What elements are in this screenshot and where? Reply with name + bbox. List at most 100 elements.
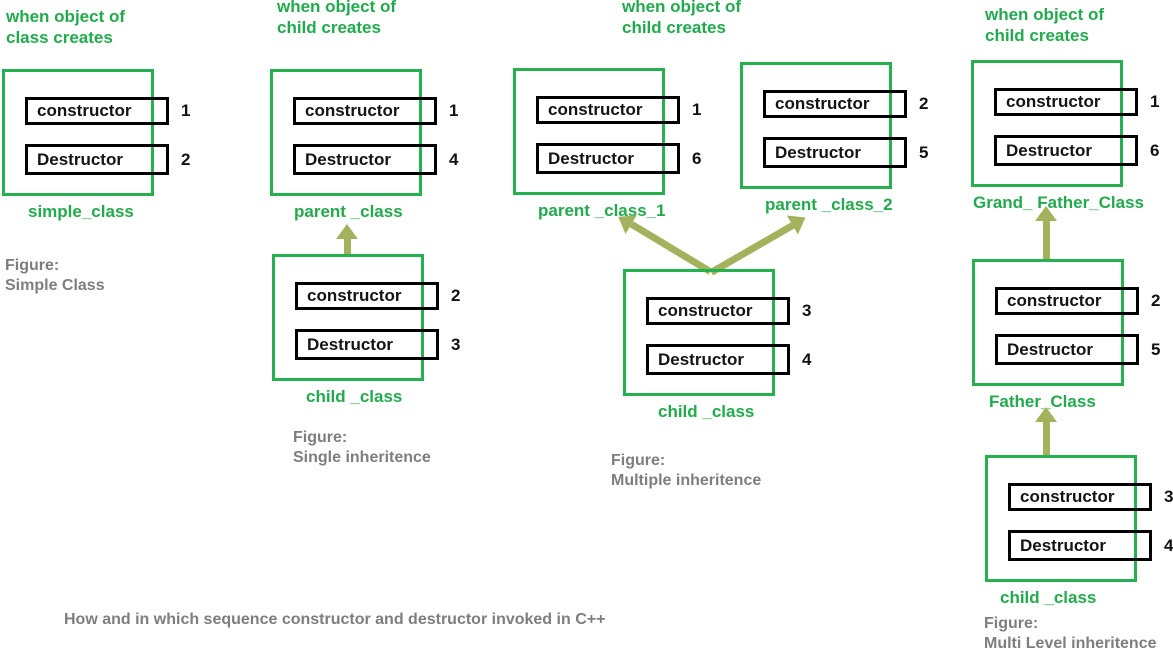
sequence-number: 5 [919, 143, 929, 162]
constructor-row: constructor [295, 282, 439, 310]
child-class-box: constructor 3 Destructor 4 child _class [623, 269, 811, 421]
header-line: when object of [6, 7, 125, 26]
header-line: class creates [6, 28, 113, 47]
single-inheritance-figure-caption: Figure: Single inheritence [293, 428, 431, 468]
figure-caption-line: Multiple inheritence [611, 472, 762, 489]
sequence-number: 6 [1150, 141, 1160, 160]
father-class-box: constructor 2 Destructor 5 Father_Class [972, 259, 1160, 411]
constructor-label: constructor [1007, 291, 1102, 310]
simple-class-figure-caption: Figure: Simple Class [5, 256, 105, 296]
arrow-shaft [709, 221, 795, 276]
child-class-box: constructor 2 Destructor 3 child _class [272, 254, 460, 406]
figure-caption-line: Figure: [293, 429, 348, 446]
header-line: when object of [622, 0, 741, 16]
single-inheritance-header: when object of child creates [277, 0, 396, 38]
child-class-box: constructor 3 Destructor 4 child _class [985, 455, 1173, 607]
sequence-number: 2 [451, 286, 461, 305]
sequence-number: 5 [1151, 340, 1161, 359]
constructor-row: constructor [1008, 483, 1152, 511]
page-title: How and in which sequence constructor an… [64, 611, 606, 628]
constructor-row: constructor [536, 96, 680, 124]
figure-caption-line: Figure: [5, 257, 60, 274]
destructor-row: Destructor [536, 143, 680, 174]
arrow-shaft [629, 221, 712, 276]
figure-caption-line: Single inheritence [293, 449, 431, 466]
figure-caption-line: Simple Class [5, 277, 105, 294]
grand-father-class-box: constructor 1 Destructor 6 Grand_ Father… [971, 60, 1159, 212]
arrow-head-icon [1035, 407, 1057, 422]
destructor-label: Destructor [1007, 339, 1093, 359]
destructor-row: Destructor [995, 334, 1139, 365]
header-line: child creates [277, 18, 381, 37]
constructor-label: constructor [305, 101, 400, 120]
destructor-label: Destructor [548, 148, 634, 168]
inheritance-arrow [1035, 206, 1057, 259]
header-line: child creates [622, 18, 726, 37]
simple-class-header: when object of class creates [6, 6, 125, 48]
constructor-label: constructor [775, 94, 870, 113]
simple-class-box: constructor 1 Destructor 2 simple_class [2, 69, 190, 221]
sequence-number: 4 [449, 150, 459, 169]
destructor-row: Destructor [25, 144, 169, 175]
sequence-number: 3 [802, 301, 812, 320]
class-name-label: child _class [306, 387, 403, 406]
sequence-number: 4 [802, 350, 812, 369]
constructor-row: constructor [646, 297, 790, 325]
constructor-label: constructor [1006, 92, 1101, 111]
class-name-label: parent _class_1 [538, 201, 666, 220]
class-name-label: Grand_ Father_Class [973, 193, 1145, 212]
sequence-number: 1 [181, 101, 191, 120]
sequence-number: 6 [692, 149, 702, 168]
destructor-row: Destructor [293, 144, 437, 175]
sequence-number: 1 [692, 100, 702, 119]
arrow-shaft [343, 239, 351, 254]
destructor-row: Destructor [763, 137, 907, 168]
sequence-number: 1 [449, 101, 459, 120]
parent-class-box: constructor 1 Destructor 4 parent _class [270, 69, 458, 221]
class-name-label: Father_Class [989, 392, 1096, 411]
class-name-label: child _class [658, 402, 755, 421]
sequence-number: 2 [1151, 291, 1161, 310]
destructor-row: Destructor [1008, 530, 1152, 561]
inheritance-arrow [336, 224, 358, 254]
sequence-number: 3 [451, 335, 461, 354]
destructor-label: Destructor [305, 149, 391, 169]
multiple-inheritance-header: when object of child creates [622, 0, 741, 38]
destructor-label: Destructor [658, 349, 744, 369]
destructor-label: Destructor [775, 142, 861, 162]
destructor-label: Destructor [1020, 535, 1106, 555]
arrow-head-icon [336, 224, 358, 239]
header-line: when object of [985, 5, 1104, 24]
constructor-label: constructor [307, 286, 402, 305]
constructor-label: constructor [548, 100, 643, 119]
sequence-number: 2 [181, 150, 191, 169]
sequence-number: 3 [1164, 487, 1173, 506]
destructor-row: Destructor [295, 329, 439, 360]
figure-caption-line: Figure: [611, 452, 666, 469]
destructor-label: Destructor [1006, 140, 1092, 160]
constructor-row: constructor [25, 97, 169, 125]
constructor-label: constructor [37, 101, 132, 120]
sequence-number: 4 [1164, 536, 1173, 555]
arrow-shaft [1042, 422, 1050, 457]
constructor-row: constructor [995, 287, 1139, 315]
parent-class-1-box: constructor 1 Destructor 6 parent _class… [513, 68, 701, 220]
class-name-label: parent _class_2 [765, 195, 893, 214]
destructor-row: Destructor [646, 344, 790, 375]
constructor-row: constructor [763, 90, 907, 118]
figure-caption-line: Multi Level inheritence [984, 635, 1157, 652]
multilevel-inheritance-figure-caption: Figure: Multi Level inheritence [984, 614, 1156, 654]
class-name-label: child _class [1000, 588, 1097, 607]
class-name-label: parent _class [294, 202, 403, 221]
constructor-label: constructor [1020, 487, 1115, 506]
header-line: when object of [277, 0, 396, 16]
destructor-label: Destructor [37, 149, 123, 169]
destructor-row: Destructor [994, 135, 1138, 166]
destructor-label: Destructor [307, 334, 393, 354]
figure-caption-line: Figure: [984, 615, 1039, 632]
constructor-row: constructor [293, 97, 437, 125]
sequence-number: 1 [1150, 92, 1160, 111]
arrow-shaft [1042, 221, 1050, 259]
multiple-inheritance-figure-caption: Figure: Multiple inheritence [611, 451, 761, 491]
